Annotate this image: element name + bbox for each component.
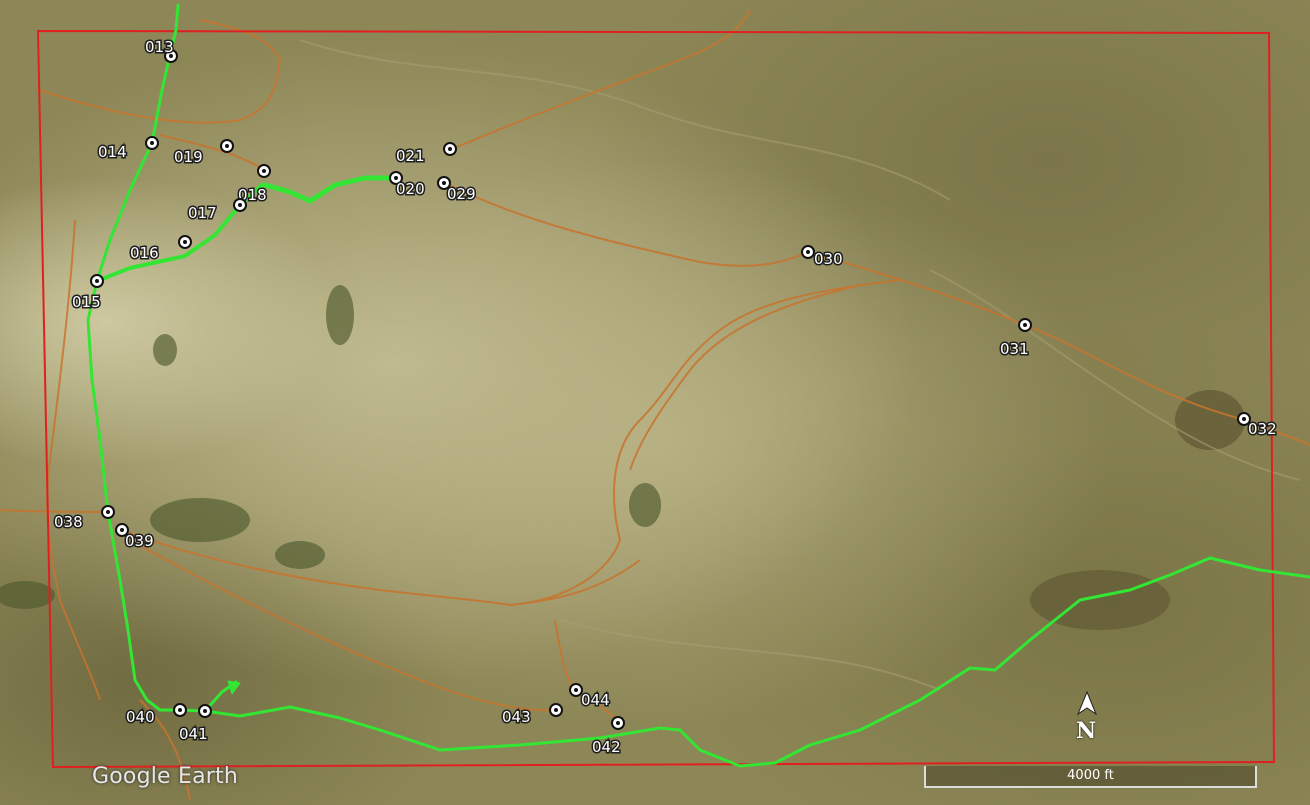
road	[509, 279, 901, 606]
target-dot	[442, 181, 446, 185]
target-dot	[95, 279, 99, 283]
waypoint-label: 021	[396, 147, 425, 165]
waypoint-label: 019	[174, 148, 203, 166]
target-dot	[394, 176, 398, 180]
target-dot	[225, 144, 229, 148]
veg-patch	[326, 285, 354, 345]
google-earth-logo: Google Earth	[92, 764, 238, 789]
track-arrow	[227, 680, 241, 695]
road	[629, 284, 861, 471]
waypoint-017[interactable]: 017	[187, 198, 247, 224]
waypoint-032[interactable]: 032	[1237, 412, 1278, 440]
veg-patch	[629, 483, 661, 527]
vegetation	[0, 285, 1245, 630]
waypoint-label: 031	[1000, 340, 1029, 358]
waypoint-label: 038	[54, 513, 83, 531]
waypoint-label: 043	[502, 708, 531, 726]
waypoint-014[interactable]: 014	[97, 136, 159, 163]
target-dot	[1023, 323, 1027, 327]
wash-line	[299, 39, 951, 201]
target-dot	[554, 708, 558, 712]
target-dot	[238, 203, 242, 207]
waypoint-label: 017	[188, 204, 217, 222]
road	[139, 699, 191, 801]
waypoint-013[interactable]: 013	[144, 37, 178, 63]
target-dot	[616, 721, 620, 725]
waypoint-label: 039	[125, 532, 154, 550]
target-dot	[1242, 417, 1246, 421]
waypoint-030[interactable]: 030	[801, 245, 844, 270]
target-dot	[574, 688, 578, 692]
north-arrow-shape	[1076, 690, 1098, 716]
waypoint-031[interactable]: 031	[999, 318, 1032, 360]
waypoint-020[interactable]: 020	[389, 171, 426, 200]
veg-patch	[1175, 390, 1245, 450]
target-dot	[106, 510, 110, 514]
scale-bar: 4000 ft	[924, 766, 1257, 788]
waypoint-label: 040	[126, 708, 155, 726]
target-dot	[262, 169, 266, 173]
north-arrow-icon: N	[1074, 690, 1100, 746]
track-branch-thick	[262, 175, 396, 204]
waypoint-044[interactable]: 044	[569, 683, 611, 711]
waypoint-label: 042	[592, 738, 621, 756]
road	[0, 509, 109, 513]
washes	[299, 39, 1301, 691]
target-dot	[169, 54, 173, 58]
waypoint-label: 032	[1248, 420, 1277, 438]
veg-patch	[275, 541, 325, 569]
waypoint-label: 016	[130, 244, 159, 262]
waypoint-label: 041	[179, 725, 208, 743]
waypoint-042[interactable]: 042	[591, 716, 625, 758]
road	[159, 134, 266, 171]
waypoint-label: 030	[814, 250, 843, 268]
north-label: N	[1076, 718, 1097, 744]
road	[129, 539, 557, 712]
waypoint-016[interactable]: 016	[129, 235, 192, 264]
waypoint-019[interactable]: 019	[173, 139, 234, 168]
scale-bar-fill	[926, 766, 1255, 786]
waypoint-label: 013	[145, 38, 174, 56]
waypoint-label: 044	[581, 691, 610, 709]
waypoint-015[interactable]: 015	[71, 274, 104, 313]
veg-patch	[153, 334, 177, 366]
target-dot	[178, 708, 182, 712]
road	[121, 529, 641, 607]
wash-line	[929, 269, 1301, 481]
scale-bar-label: 4000 ft	[1067, 768, 1114, 783]
target-dot	[183, 240, 187, 244]
veg-patch	[0, 581, 55, 609]
target-dot	[448, 147, 452, 151]
veg-patch	[150, 498, 250, 542]
target-dot	[806, 250, 810, 254]
target-dot	[150, 141, 154, 145]
road	[444, 182, 809, 267]
road	[807, 251, 1310, 446]
waypoint-039[interactable]: 039	[115, 523, 155, 552]
veg-patch	[1030, 570, 1170, 630]
waypoint-038[interactable]: 038	[53, 505, 115, 533]
target-dot	[203, 709, 207, 713]
waypoint-label: 029	[447, 185, 476, 203]
road	[39, 19, 282, 124]
waypoint-043[interactable]: 043	[501, 703, 563, 728]
waypoint-label: 014	[98, 143, 127, 161]
target-dot	[120, 528, 124, 532]
wash-line	[559, 619, 941, 691]
waypoint-041[interactable]: 041	[178, 704, 212, 745]
waypoint-029[interactable]: 029	[437, 176, 477, 205]
waypoint-label: 020	[396, 180, 425, 198]
waypoint-040[interactable]: 040	[125, 703, 187, 728]
boundary-outline	[36, 29, 1276, 769]
waypoint-label: 015	[72, 293, 101, 311]
waypoint-021[interactable]: 021	[395, 142, 457, 167]
